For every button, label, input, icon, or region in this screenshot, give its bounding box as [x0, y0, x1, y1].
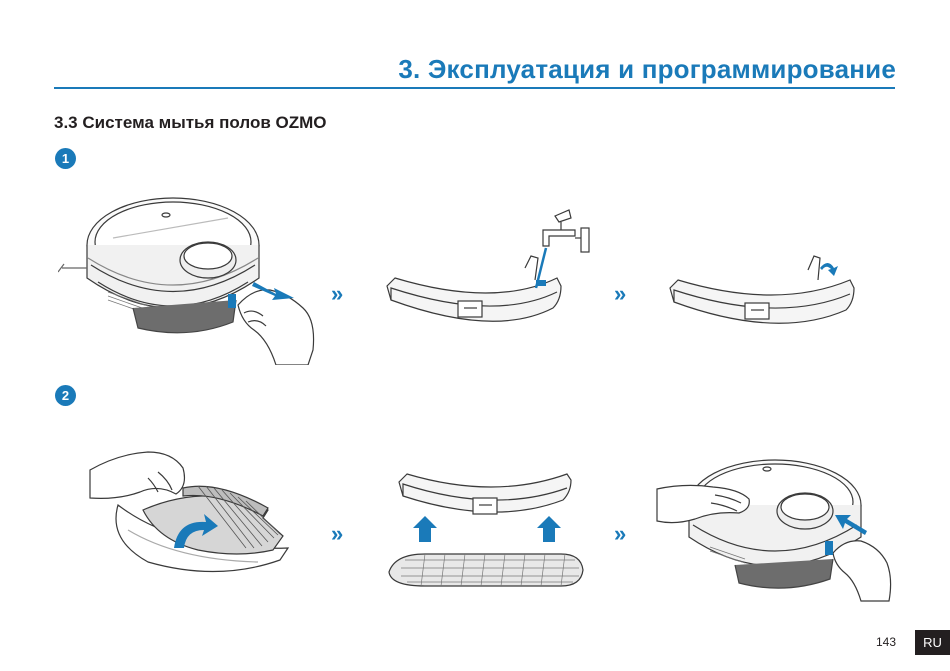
illustration-close-cap	[668, 250, 863, 330]
illustration-attach-mop-pad	[88, 450, 300, 580]
section-title: 3.3 Система мытья полов OZMO	[54, 113, 327, 133]
step-arrow-icon: »	[331, 523, 343, 545]
title-rule	[54, 87, 895, 89]
illustration-attach-plate	[385, 470, 595, 588]
language-tab: RU	[915, 630, 950, 655]
step-2-badge: 2	[55, 385, 76, 406]
step-arrow-icon: »	[331, 283, 343, 305]
step-arrow-icon: »	[614, 283, 626, 305]
illustration-fill-tank	[385, 208, 605, 330]
chapter-title: 3. Эксплуатация и программирование	[398, 54, 896, 85]
page-number: 143	[876, 635, 896, 649]
step-1-badge: 1	[55, 148, 76, 169]
illustration-insert-tank	[655, 455, 895, 605]
illustration-remove-tank	[58, 190, 320, 365]
step-arrow-icon: »	[614, 523, 626, 545]
